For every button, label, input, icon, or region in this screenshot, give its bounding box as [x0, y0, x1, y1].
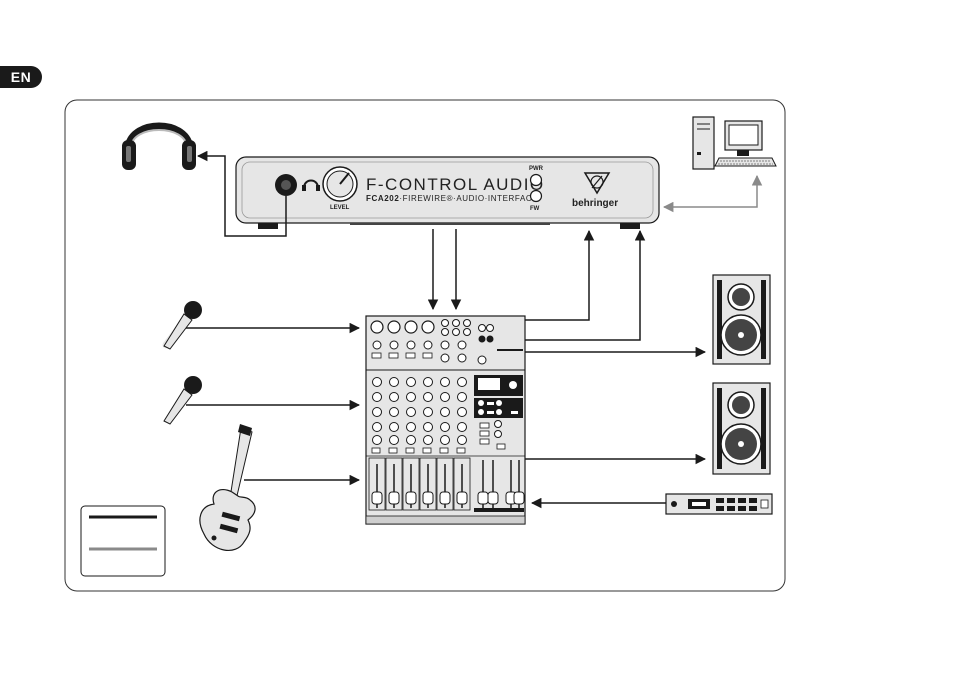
interface-subtitle: FCA202·FIREWIRE®·AUDIO·INTERFACE [366, 194, 538, 203]
mixer-to-interface-2 [525, 231, 640, 340]
level-label: LEVEL [330, 205, 350, 211]
pwr-label: PWR [529, 166, 544, 172]
speaker-2-icon [713, 383, 770, 474]
fw-label: FW [530, 206, 540, 212]
firewire-cable [664, 176, 757, 207]
headphones-icon [122, 126, 196, 170]
speaker-1-icon [713, 275, 770, 364]
computer-icon [693, 117, 776, 169]
brand-text: behringer [572, 198, 618, 209]
interface-title: F-CONTROL AUDIO [366, 175, 545, 194]
fw-led [531, 191, 542, 202]
guitar-icon [200, 424, 255, 550]
effects-processor-icon [666, 494, 772, 514]
microphone-2-icon [164, 376, 202, 424]
microphone-1-icon [164, 301, 202, 349]
fca202-interface: LEVEL F-CONTROL AUDIO FCA202·FIREWIRE®·A… [236, 157, 659, 229]
level-knob [323, 167, 357, 201]
mixer-console [366, 316, 525, 524]
firewire-connections [664, 176, 757, 207]
legend [81, 506, 165, 576]
mixer-to-interface-1 [525, 231, 589, 320]
pwr-led [531, 175, 542, 186]
